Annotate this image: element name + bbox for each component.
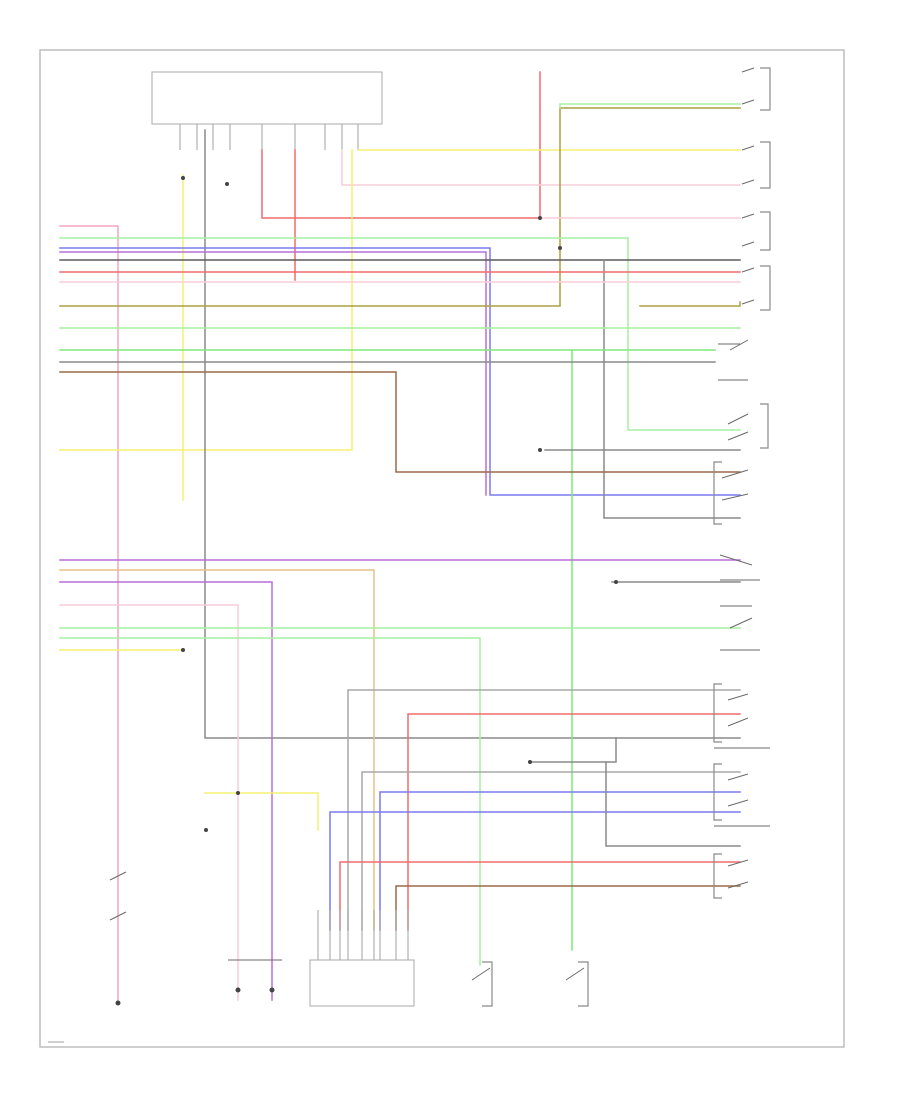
right-front-door-switch (718, 339, 749, 381)
right-rear-door-switch (741, 265, 771, 311)
ground-mid (228, 959, 282, 993)
control-module (309, 959, 415, 1007)
left-door-lock-switch (719, 554, 760, 581)
lower-components (109, 871, 589, 1007)
wire-gray-long (204, 129, 741, 739)
left-actuator (713, 683, 770, 749)
wire-brown-mid (59, 371, 741, 473)
switch-group-right (713, 67, 771, 651)
splice-points (181, 176, 618, 832)
top-connector (151, 71, 383, 125)
wire-pale-top (341, 149, 741, 186)
wire-blue-act-2 (329, 811, 741, 931)
wire-olive-right (639, 301, 741, 307)
lower-switch-1 (471, 961, 493, 1007)
wire-gray-act-1 (347, 689, 741, 931)
wire-gray-bus-2 (603, 259, 741, 519)
wire-yellow-bottom (204, 792, 319, 831)
actuators (713, 683, 770, 899)
diagram-frame (39, 49, 845, 1048)
wires (59, 71, 741, 1001)
wire-lightgreen-top (559, 103, 741, 109)
driver-door-lock-switch (720, 605, 760, 651)
left-front-door-switch (741, 67, 771, 111)
key-cylinder-switch (727, 403, 769, 449)
wire-blue-bus (59, 247, 741, 496)
tailgate-switch (741, 211, 771, 251)
wire-tan-mid (59, 569, 375, 931)
module-pin-stubs (317, 910, 409, 960)
wire-blue-act-1 (379, 791, 741, 931)
wire-purple-bus (59, 251, 487, 496)
right-actuator (713, 763, 770, 827)
connector-pin-stubs (179, 124, 359, 150)
lower-switch-2 (565, 961, 589, 1007)
wire-red-top-a (261, 71, 541, 219)
wire-purple-drop (59, 581, 273, 1001)
wire-yellow-vertical-2 (59, 149, 353, 451)
rear-actuator (713, 853, 749, 899)
driver-door-switch (741, 141, 771, 189)
ground-left (109, 871, 127, 1006)
wire-lightgreen-bus (59, 237, 741, 431)
wire-olive-top (559, 107, 741, 306)
wire-lightgreen-mid-2 (59, 637, 481, 966)
wire-gray-act-2 (361, 771, 741, 931)
wire-red-act-1 (407, 713, 741, 931)
wire-red-act-2 (339, 861, 741, 931)
wire-brown-act (395, 885, 741, 931)
wire-pink-left (59, 225, 119, 1001)
wire-pale-mid (59, 604, 239, 1001)
wire-gray-act-3 (605, 761, 741, 847)
right-door-lock-switch (713, 461, 749, 525)
wire-gray-act-4 (529, 737, 617, 763)
